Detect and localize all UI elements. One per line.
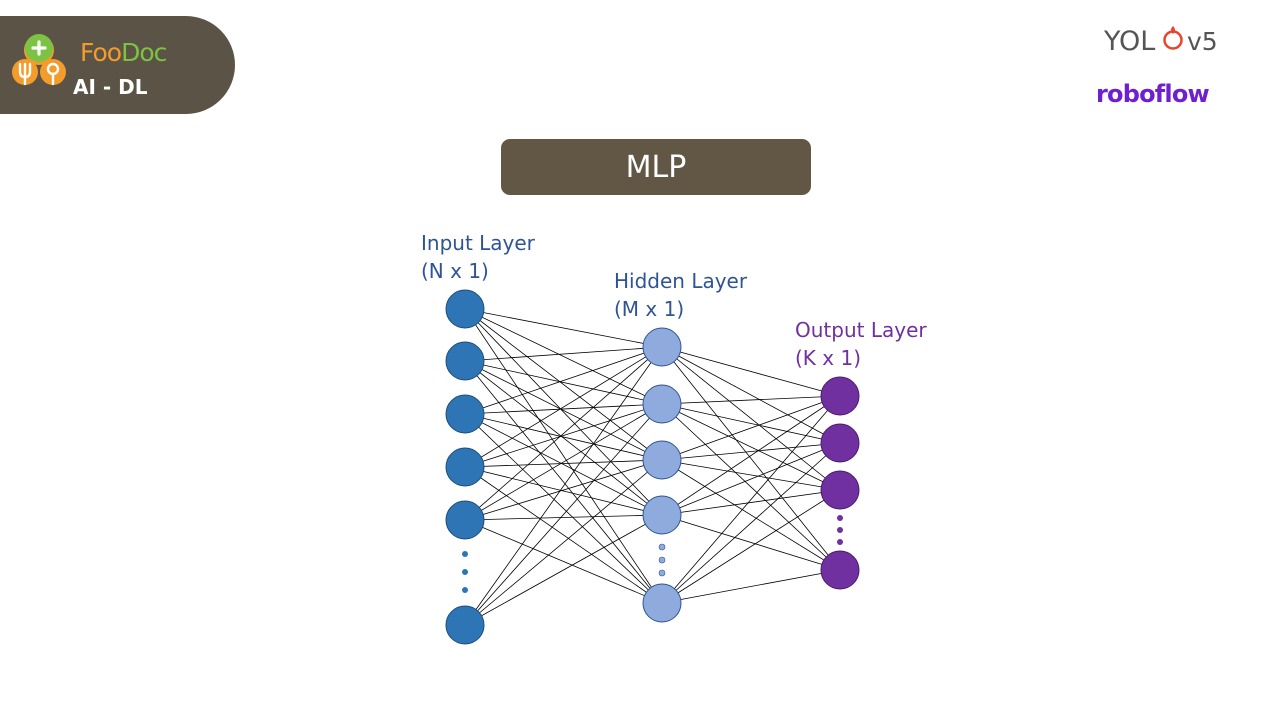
output-node <box>820 376 860 416</box>
output-layer: Output Layer (K x 1) <box>795 318 927 590</box>
output-node <box>820 423 860 463</box>
input-ellipsis-dot <box>462 551 468 557</box>
input-layer: Input Layer (N x 1) <box>421 231 536 645</box>
output-node <box>820 550 860 590</box>
hidden-layer: Hidden Layer (M x 1) <box>614 269 748 623</box>
yolov5-logo: YOL v5 <box>1104 26 1218 57</box>
output-layer-name: Output Layer <box>795 318 927 342</box>
hidden-ellipsis-dot <box>658 569 666 577</box>
output-node <box>820 470 860 510</box>
hidden-node <box>642 583 682 623</box>
input-layer-size: (N x 1) <box>421 259 489 283</box>
brand-name-part1: Foo <box>80 38 122 67</box>
output-ellipsis-dot <box>837 539 843 545</box>
title-box: MLP <box>501 139 811 195</box>
brand-subtitle: AI - DL <box>73 75 148 99</box>
svg-text:v5: v5 <box>1187 27 1218 56</box>
hidden-layer-name: Hidden Layer <box>614 269 748 293</box>
foodoc-logo-icon <box>12 34 66 86</box>
input-node <box>445 447 485 487</box>
hidden-layer-size: (M x 1) <box>614 297 684 321</box>
edges <box>464 308 841 626</box>
input-ellipsis-dot <box>462 569 468 575</box>
hidden-node <box>642 495 682 535</box>
svg-text:YOL: YOL <box>1104 26 1155 57</box>
diagram-title: MLP <box>625 149 687 185</box>
input-ellipsis-dot <box>462 587 468 593</box>
input-node <box>445 500 485 540</box>
hidden-ellipsis-dot <box>658 543 666 551</box>
output-ellipsis-dot <box>837 527 843 533</box>
output-ellipsis-dot <box>837 515 843 521</box>
brand-banner: FooDoc AI - DL <box>0 16 235 114</box>
hidden-node <box>642 384 682 424</box>
hidden-node <box>642 327 682 367</box>
input-layer-name: Input Layer <box>421 231 536 255</box>
input-node <box>445 394 485 434</box>
input-node <box>445 605 485 645</box>
hidden-node <box>642 440 682 480</box>
roboflow-logo: roboflow <box>1096 80 1210 108</box>
brand-name-part2: Doc <box>121 38 167 67</box>
input-node <box>445 289 485 329</box>
brand-name: FooDoc <box>80 38 167 67</box>
input-node <box>445 341 485 381</box>
output-layer-size: (K x 1) <box>795 346 861 370</box>
hidden-ellipsis-dot <box>658 556 666 564</box>
